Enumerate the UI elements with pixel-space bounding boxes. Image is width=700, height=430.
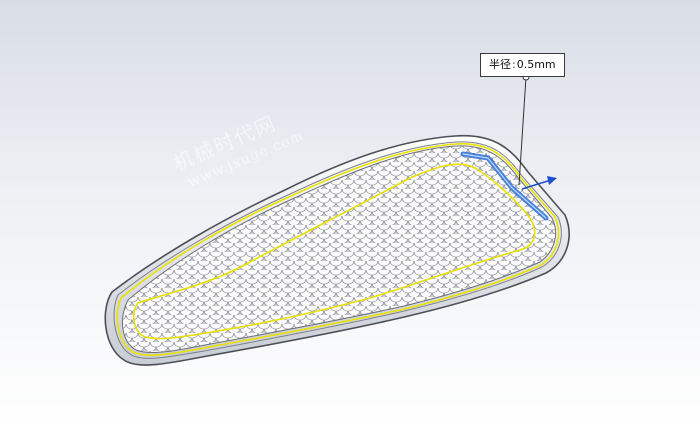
callout-separator: : [512, 58, 516, 71]
bubble-texture-surface[interactable] [121, 145, 556, 353]
radius-callout[interactable]: 半径:0.5mm [480, 53, 565, 77]
highlighted-edges[interactable] [116, 143, 560, 356]
direction-arrow-icon[interactable] [521, 176, 557, 190]
callout-label: 半径 [489, 58, 511, 71]
callout-value[interactable]: 0.5mm [516, 58, 556, 71]
selected-edge[interactable] [460, 151, 549, 221]
